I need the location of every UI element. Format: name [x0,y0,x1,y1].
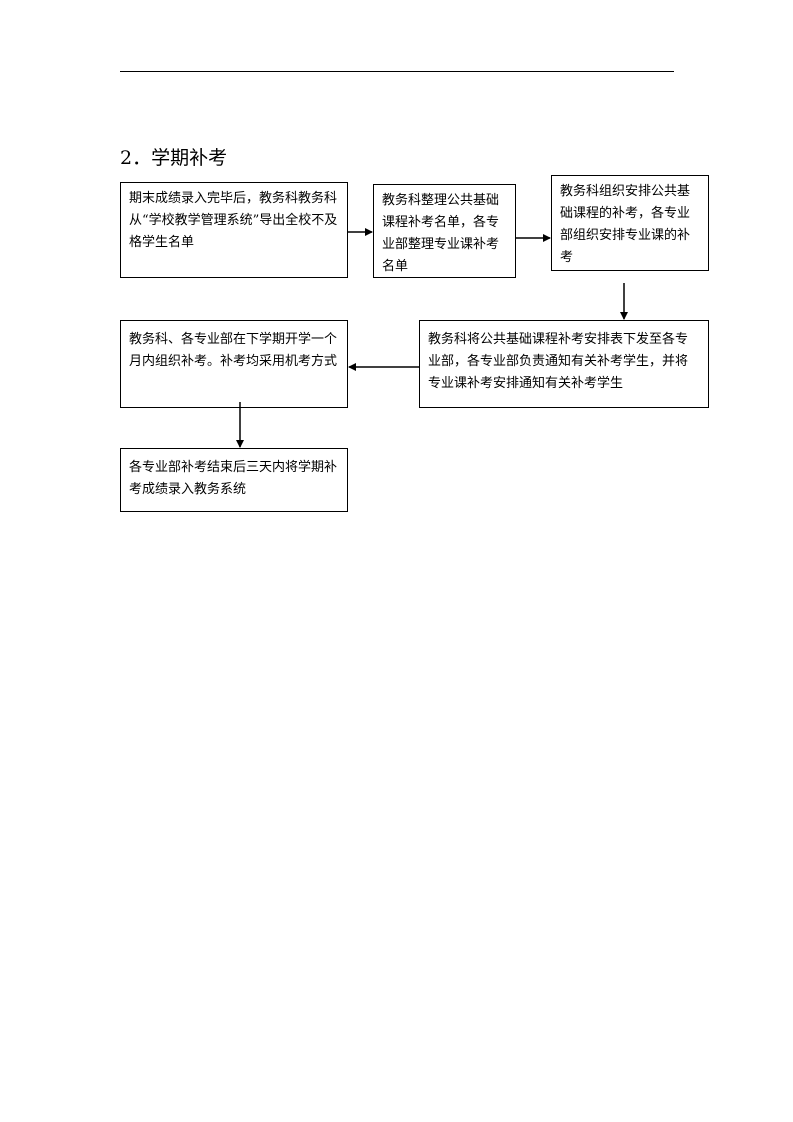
flow-step-distribute-schedule: 教务科将公共基础课程补考安排表下发至各专业部，各专业部负责通知有关补考学生，并将… [419,320,709,408]
flow-step-export-failing-list: 期末成绩录入完毕后，教务科教务科从“学校教学管理系统”导出全校不及格学生名单 [120,182,348,278]
flow-step-enter-grades: 各专业部补考结束后三天内将学期补考成绩录入教务系统 [120,448,348,512]
flow-step-arrange-makeup-exams: 教务科组织安排公共基础课程的补考，各专业部组织安排专业课的补考 [551,175,709,271]
flow-step-conduct-makeup: 教务科、各专业部在下学期开学一个月内组织补考。补考均采用机考方式 [120,320,348,408]
section-heading: 2．学期补考 [120,147,228,169]
flow-step-organize-makeup-lists: 教务科整理公共基础课程补考名单，各专业部整理专业课补考名单 [373,184,516,278]
header-rule [120,71,674,72]
